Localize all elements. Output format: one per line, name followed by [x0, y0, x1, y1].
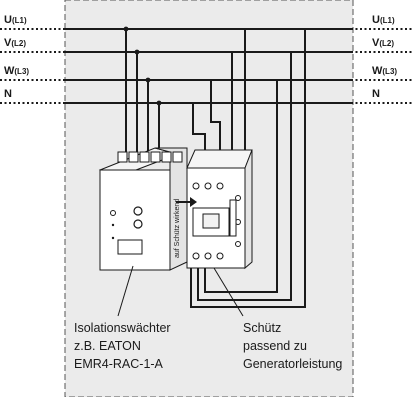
caption-contactor: Schütz passend zu Generatorleistung: [243, 321, 342, 371]
module-label: auf Schütz wirkend: [174, 199, 181, 258]
action-arrow-icon: [176, 197, 197, 207]
junction-dots: [123, 26, 162, 106]
line-labels-left: U(L1) V(L2) W(L3) N: [4, 14, 29, 100]
monitor-display: [117, 239, 143, 255]
insulation-monitor: auf Schütz wirkend: [98, 147, 188, 271]
caption-leaders: [117, 265, 244, 317]
contactor-supply-wires: [192, 29, 246, 155]
contactor: [186, 149, 253, 270]
adjust-knob-icon: [133, 206, 143, 216]
contactor-return-wires: [190, 28, 353, 308]
line-labels-right: U(L1) V(L2) W(L3) N: [372, 14, 397, 100]
label-l3-right: W(L3): [372, 65, 397, 77]
label-l3-left: W(L3): [4, 65, 29, 77]
label-l2-right: V(L2): [372, 37, 394, 49]
label-n-left: N: [4, 88, 12, 100]
svg-text:passend zu: passend zu: [243, 339, 307, 353]
label-l1-right: U(L1): [372, 14, 395, 26]
label-n-right: N: [372, 88, 380, 100]
svg-text:Generatorleistung: Generatorleistung: [243, 357, 342, 371]
caption-monitor: Isolationswächter z.B. EATON EMR4-RAC-1-…: [74, 321, 171, 371]
monitor-wires: [125, 29, 160, 152]
monitor-terminals: [117, 151, 183, 163]
svg-text:z.B. EATON: z.B. EATON: [74, 339, 141, 353]
label-l1-left: U(L1): [4, 14, 27, 26]
label-l2-left: V(L2): [4, 37, 26, 49]
svg-text:Isolationswächter: Isolationswächter: [74, 321, 171, 335]
svg-text:EMR4-RAC-1-A: EMR4-RAC-1-A: [74, 357, 164, 371]
svg-text:Schütz: Schütz: [243, 321, 281, 335]
